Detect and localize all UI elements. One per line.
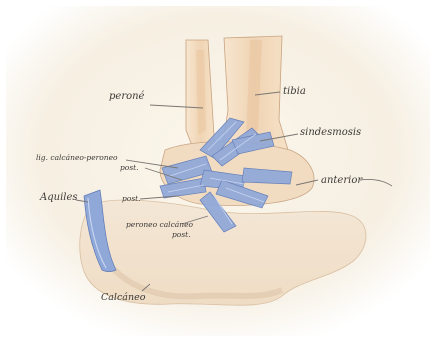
label-calcaneo: Calcáneo [101, 293, 145, 303]
label-peroneo-calcaneo: peroneo calcáneo [126, 221, 193, 229]
label-aquiles: Aquiles [40, 193, 78, 203]
label-peroneo-calcaneo-post: post. [172, 231, 191, 239]
label-post-1: post. [120, 164, 139, 172]
label-anterior: anterior [321, 176, 362, 186]
label-post-2: post. [122, 195, 141, 203]
label-tibia: tibia [283, 87, 306, 97]
label-lig-calcaneo-peroneo: lig. calcáneo-peroneo [36, 154, 118, 162]
label-sindesmosis: sindesmosis [300, 128, 361, 138]
label-peroneo: peroné [109, 92, 144, 102]
